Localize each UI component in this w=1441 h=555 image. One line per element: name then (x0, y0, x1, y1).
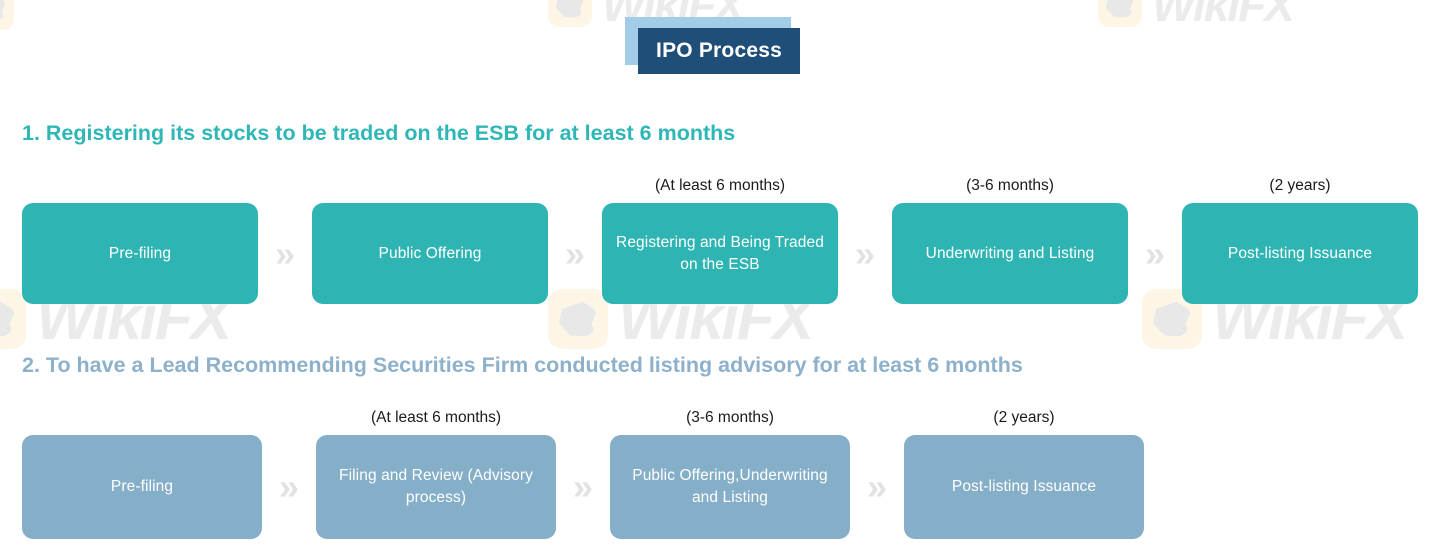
wikifx-logo-icon (0, 0, 14, 30)
flow-step[interactable]: (2 years) Post-listing Issuance (1182, 178, 1418, 304)
step-label: Underwriting and Listing (925, 244, 1095, 262)
watermark-wikifx (0, 0, 14, 30)
watermark-label: WikiFX (1152, 0, 1295, 31)
chevron-right-icon: » (274, 232, 296, 274)
step-duration-caption: (At least 6 months) (370, 409, 502, 426)
step-box[interactable]: Pre-filing (22, 203, 258, 304)
section-1-heading: 1. Registering its stocks to be traded o… (22, 121, 736, 145)
chevron-right-icon: » (278, 466, 300, 507)
step-box[interactable]: Registering and Being Traded on the ESB (602, 203, 838, 304)
step-duration-caption: (2 years) (993, 409, 1055, 426)
step-label: Filing and Review (Advisory process) (339, 467, 533, 506)
flow-row-1: Pre-filing » Public Offering » (At least… (22, 178, 1418, 304)
step-label: Pre-filing (110, 478, 174, 495)
chevron-right-icon: » (564, 232, 586, 274)
flow-step[interactable]: Pre-filing (22, 178, 258, 304)
flow-row-2: Pre-filing » (At least 6 months) Filing … (22, 410, 1144, 539)
step-label: Registering and Being Traded on the ESB (616, 233, 824, 273)
chevron-right-icon: » (854, 232, 876, 274)
step-box[interactable]: Post-listing Issuance (1182, 203, 1418, 304)
step-duration-caption: (2 years) (1269, 177, 1331, 194)
step-label: Public Offering (378, 244, 482, 262)
step-box[interactable]: Filing and Review (Advisory process) (316, 435, 556, 539)
step-duration-caption: (3-6 months) (686, 409, 774, 426)
chevron-right-icon: » (572, 466, 594, 507)
step-label: Post-listing Issuance (951, 478, 1097, 495)
step-label: Pre-filing (108, 244, 172, 262)
step-box[interactable]: Underwriting and Listing (892, 203, 1128, 304)
step-box[interactable]: Post-listing Issuance (904, 435, 1144, 539)
title-text: IPO Process (656, 39, 782, 62)
step-box[interactable]: Public Offering,Underwriting and Listing (610, 435, 850, 539)
flow-step[interactable]: Public Offering (312, 178, 548, 304)
title-box: IPO Process (638, 28, 800, 74)
section-2-heading: 2. To have a Lead Recommending Securitie… (22, 353, 1023, 377)
step-box[interactable]: Public Offering (312, 203, 548, 304)
watermark-wikifx: WikiFX (1098, 0, 1295, 31)
flow-step[interactable]: (At least 6 months) Filing and Review (A… (316, 410, 556, 539)
chevron-right-icon: » (866, 466, 888, 507)
step-label: Post-listing Issuance (1227, 244, 1373, 262)
step-box[interactable]: Pre-filing (22, 435, 262, 539)
wikifx-logo-icon (548, 0, 592, 27)
flow-step[interactable]: Pre-filing (22, 410, 262, 539)
flow-step[interactable]: (2 years) Post-listing Issuance (904, 410, 1144, 539)
step-label: Public Offering,Underwriting and Listing (632, 467, 828, 506)
flow-step[interactable]: (3-6 months) Underwriting and Listing (892, 178, 1128, 304)
step-duration-caption: (3-6 months) (966, 177, 1054, 194)
flow-step[interactable]: (3-6 months) Public Offering,Underwritin… (610, 410, 850, 539)
wikifx-logo-icon (1098, 0, 1142, 27)
step-duration-caption: (At least 6 months) (654, 177, 786, 194)
chevron-right-icon: » (1144, 232, 1166, 274)
flow-step[interactable]: (At least 6 months) Registering and Bein… (602, 178, 838, 304)
